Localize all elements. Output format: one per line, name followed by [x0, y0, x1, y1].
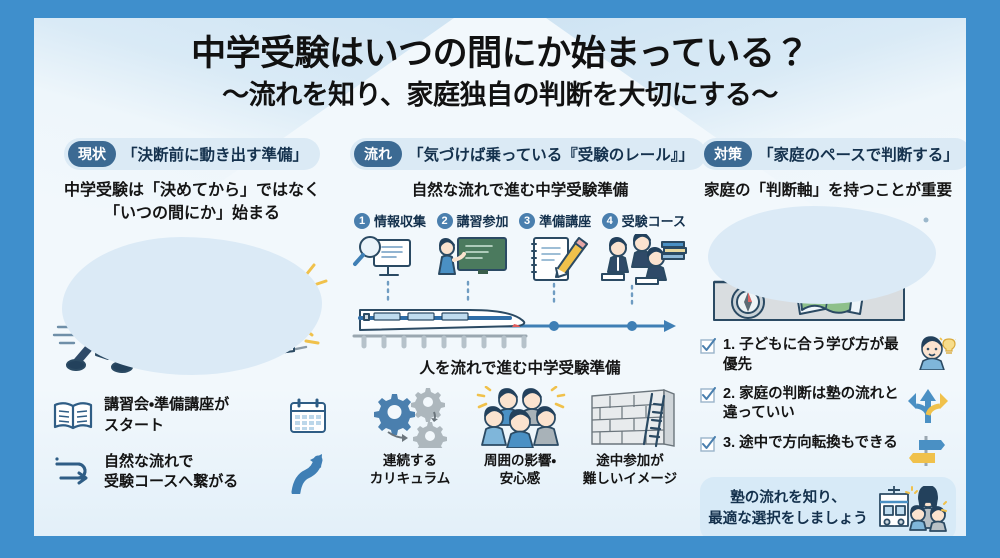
- notebook-pencil-icon: [531, 237, 588, 282]
- bullet-line1: 自然な流れで: [104, 452, 194, 470]
- brick-wall-ladder-icon: [591, 389, 675, 448]
- bullet-item: 自然な流れで 受験コースへ繋がる: [52, 450, 336, 494]
- column2-lead: 自然な流れで進む中学受験準備: [411, 182, 629, 199]
- column2-item: 連続する カリキュラム: [356, 386, 464, 487]
- caption-line1: 周囲の影響・: [483, 453, 557, 469]
- cta-box[interactable]: 塾の流れを知り、 最適な選択をしましょう: [700, 476, 956, 536]
- step-item: 4 受験コース: [601, 211, 686, 230]
- step-item: 2 講習参加: [436, 211, 509, 230]
- column2-item-list: 連続する カリキュラム: [350, 386, 690, 487]
- column3-lead: 家庭の「判断軸」を持つことが重要: [703, 182, 952, 199]
- column1-bullets: 講習会・準備講座が スタート: [48, 395, 336, 494]
- rail-timeline-illustration: [352, 234, 687, 349]
- step-label: 講習参加: [456, 214, 509, 230]
- bullet-text: 自然な流れで 受験コースへ繋がる: [104, 452, 238, 493]
- column2-header-pill: 流れ 「気づけば乗っている『受験のレール』」: [350, 138, 706, 170]
- bullet-line2: スタート: [104, 416, 165, 434]
- title-block: 中学受験はいつの間にか始まっている？ 〜流れを知り、家庭独自の判断を大切にする〜: [34, 34, 966, 113]
- blackboard-teacher-icon: [438, 237, 507, 276]
- column2-item: 途中参加が 難しいイメージ: [576, 386, 684, 487]
- column1-lead-line1: 中学受験は「決めてから」ではなく: [63, 182, 320, 199]
- column2-item-caption: 周囲の影響・ 安心感: [466, 452, 574, 487]
- calendar-icon: [290, 398, 326, 433]
- column-nagare: 流れ 「気づけば乗っている『受験のレール』」 自然な流れで進む中学受験準備 1 …: [344, 138, 706, 536]
- open-book-icon: [53, 401, 93, 429]
- branching-arrows-icon: [907, 388, 948, 423]
- step-number: 2: [436, 212, 453, 229]
- checkbox-checked-icon: [700, 338, 716, 355]
- check-item: 1. 子どもに合う学び方が最優先: [700, 336, 956, 375]
- parent-child-train-illustration: [48, 231, 336, 383]
- curved-up-arrow-icon: [291, 453, 323, 494]
- column2-item: 周囲の影響・ 安心感: [466, 386, 574, 487]
- column3-tag: 対策: [704, 141, 752, 167]
- step-list: 1 情報収集 2 講習参加 3 準備講座 4 受験コース: [350, 211, 690, 230]
- column3-headline: 「家庭のペースで判断する」: [758, 147, 959, 164]
- step-number: 1: [354, 212, 370, 229]
- column3-checklist: 1. 子どもに合う学び方が最優先: [700, 336, 956, 467]
- caption-line2: 安心感: [499, 471, 541, 487]
- magnifier-monitor-icon: [353, 236, 411, 277]
- train-family-icon: [879, 485, 947, 532]
- columns-container: 現状 「決断前に動き出す準備」 中学受験は「決めてから」ではなく 「いつの間にか…: [34, 138, 966, 536]
- check-text-line2: 違っていい: [723, 405, 795, 422]
- cta-line2: 最適な選択をしましょう: [708, 510, 868, 527]
- bullet-line1: 講習会・準備講座が: [104, 396, 230, 414]
- check-item: 3. 途中で方向転換もできる: [700, 434, 956, 468]
- person-lightbulb-icon: [919, 336, 956, 371]
- caption-line1: 連続する: [383, 453, 437, 469]
- column2-item-caption: 途中参加が 難しいイメージ: [576, 452, 684, 487]
- column-taisaku: 対策 「家庭のペースで判断する」 家庭の「判断軸」を持つことが重要: [696, 138, 966, 536]
- bullet-item: 講習会・準備講座が スタート: [52, 395, 336, 436]
- column-genjo: 現状 「決断前に動き出す準備」 中学受験は「決めてから」ではなく 「いつの間にか…: [34, 138, 344, 536]
- check-text: 2. 家庭の判断は塾の流れと 違っていい: [723, 385, 899, 424]
- column2-tag: 流れ: [354, 141, 402, 167]
- step-number: 3: [519, 212, 536, 229]
- check-text: 3. 途中で方向転換もできる: [723, 434, 898, 451]
- check-item: 2. 家庭の判断は塾の流れと 違っていい: [700, 385, 956, 425]
- column1-lead: 中学受験は「決めてから」ではなく 「いつの間にか」始まる: [48, 179, 336, 225]
- column1-headline: 「決断前に動き出す準備」: [121, 147, 308, 164]
- column2-item-caption: 連続する カリキュラム: [356, 452, 464, 487]
- infographic-card: 中学受験はいつの間にか始まっている？ 〜流れを知り、家庭独自の判断を大切にする〜…: [34, 18, 966, 536]
- column1-header-pill: 現状 「決断前に動き出す準備」: [63, 138, 320, 170]
- page-title: 中学受験はいつの間にか始まっている？: [191, 34, 809, 73]
- gears-icon: [374, 388, 447, 449]
- step-item: 1 情報収集: [354, 211, 426, 230]
- flow-loop-arrow-icon: [55, 457, 88, 485]
- column2-subheading: 人を流れで進む中学受験準備: [419, 360, 621, 378]
- step-label: 情報収集: [374, 214, 427, 230]
- caption-line1: 途中参加が: [596, 453, 664, 469]
- group-people-icon: [476, 386, 566, 449]
- column1-lead-line2: 「いつの間にか」始まる: [103, 205, 280, 223]
- caption-line2: 難しいイメージ: [582, 471, 678, 487]
- bullet-line2: 受験コースへ繋がる: [104, 472, 239, 490]
- cta-text: 塾の流れを知り、 最適な選択をしましょう: [708, 488, 868, 529]
- page-subtitle: 〜流れを知り、家庭独自の判断を大切にする〜: [222, 80, 778, 111]
- signpost-icon: [908, 435, 945, 466]
- cta-line1: 塾の流れを知り、: [730, 490, 846, 507]
- step-label: 受験コース: [621, 214, 686, 230]
- step-item: 3 準備講座: [519, 211, 591, 230]
- bullet-text: 講習会・準備講座が スタート: [104, 395, 229, 436]
- students-studying-icon: [601, 234, 687, 286]
- step-label: 準備講座: [539, 214, 592, 230]
- check-text-line1: 2. 家庭の判断は塾の流れと: [723, 385, 899, 402]
- step-number: 4: [601, 212, 618, 229]
- checkbox-checked-icon: [700, 435, 716, 452]
- caption-line2: カリキュラム: [369, 471, 451, 487]
- column1-tag: 現状: [67, 141, 116, 167]
- check-text: 1. 子どもに合う学び方が最優先: [723, 337, 899, 374]
- checkbox-checked-icon: [700, 386, 716, 403]
- column3-header-pill: 対策 「家庭のペースで判断する」: [700, 138, 966, 170]
- family-map-illustration: [700, 206, 956, 326]
- column2-headline: 「気づけば乗っている『受験のレール』」: [408, 147, 694, 164]
